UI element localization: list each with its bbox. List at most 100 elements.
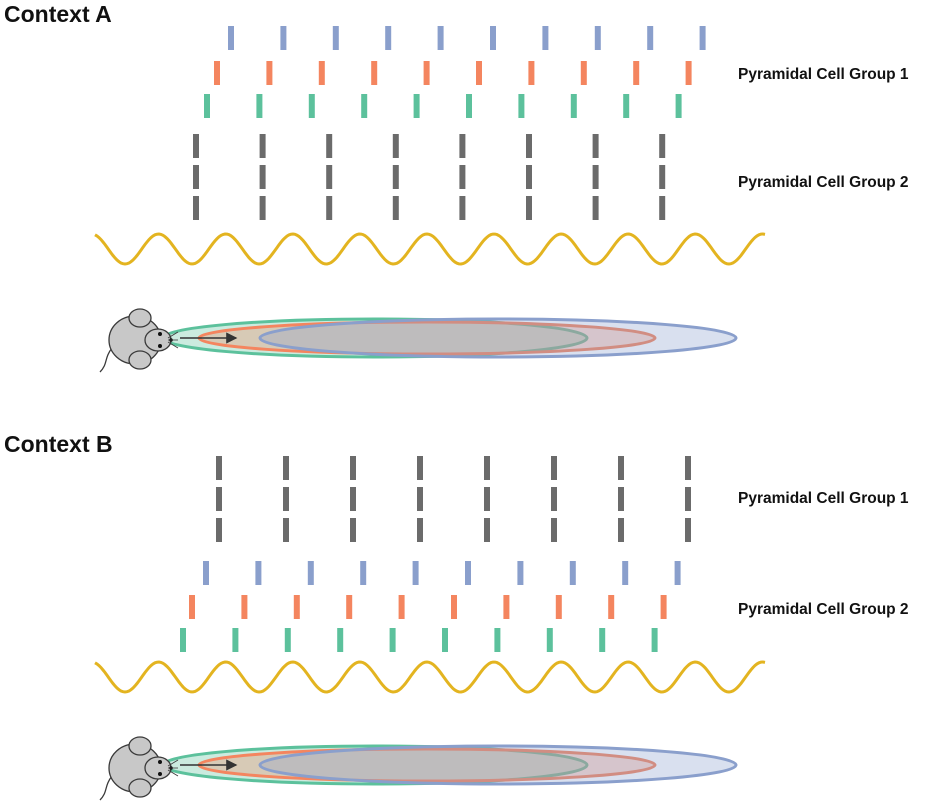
spike-gray bbox=[685, 456, 691, 480]
spike-gray bbox=[259, 165, 266, 189]
place-field-blue bbox=[258, 744, 738, 786]
spike-blue bbox=[280, 26, 287, 50]
spike-gray bbox=[283, 487, 289, 511]
mouse-eye bbox=[158, 760, 162, 764]
mouse-icon bbox=[99, 736, 179, 801]
spike-gray bbox=[283, 518, 289, 542]
spike-orange bbox=[503, 595, 510, 619]
spike-blue bbox=[594, 26, 601, 50]
spike-orange bbox=[451, 595, 457, 619]
spike-gray bbox=[459, 196, 466, 220]
panel-title-context-a: Context A bbox=[4, 1, 112, 27]
mouse-whisker bbox=[167, 341, 179, 349]
spike-green bbox=[361, 94, 368, 118]
spike-blue bbox=[542, 26, 549, 50]
label-group-2-b: Pyramidal Cell Group 2 bbox=[738, 601, 909, 618]
spike-gray bbox=[392, 165, 399, 189]
spike-green bbox=[308, 94, 315, 118]
spike-blue bbox=[699, 26, 706, 50]
spike-gray bbox=[659, 134, 666, 158]
spike-gray bbox=[350, 487, 356, 511]
panel-context-b: Context B Pyramidal Cell Group 1 Pyramid… bbox=[4, 431, 909, 801]
spike-gray bbox=[417, 518, 423, 542]
spike-green bbox=[337, 628, 344, 652]
spike-gray bbox=[392, 134, 399, 158]
spike-gray bbox=[685, 487, 691, 511]
label-group-2-a: Pyramidal Cell Group 2 bbox=[738, 174, 909, 191]
spike-blue bbox=[647, 26, 654, 50]
spike-green bbox=[651, 628, 658, 652]
spike-gray bbox=[216, 456, 222, 480]
mouse-ear bbox=[128, 778, 152, 798]
mouse-whisker bbox=[167, 331, 179, 339]
spike-gray bbox=[484, 456, 490, 480]
spike-green bbox=[466, 94, 472, 118]
mouse-ear bbox=[128, 736, 152, 756]
spike-orange bbox=[189, 595, 195, 619]
spike-blue bbox=[622, 561, 629, 585]
spike-blue bbox=[517, 561, 524, 585]
spike-gray bbox=[526, 165, 532, 189]
spike-blue bbox=[437, 26, 444, 50]
spike-green bbox=[389, 628, 396, 652]
spike-gray bbox=[592, 196, 599, 220]
spike-gray bbox=[459, 165, 466, 189]
spike-gray bbox=[193, 165, 199, 189]
spike-orange bbox=[580, 61, 587, 85]
spike-green bbox=[413, 94, 420, 118]
spike-orange bbox=[293, 595, 300, 619]
spike-gray bbox=[193, 196, 199, 220]
spike-gray bbox=[659, 165, 666, 189]
mouse-whisker bbox=[167, 759, 179, 767]
spike-orange bbox=[371, 61, 378, 85]
spike-gray bbox=[685, 518, 691, 542]
theta-oscillation-b bbox=[94, 660, 766, 694]
spike-green bbox=[256, 94, 263, 118]
spike-orange bbox=[346, 595, 353, 619]
place-field-blue bbox=[258, 317, 738, 359]
spike-blue bbox=[490, 26, 496, 50]
spike-orange bbox=[423, 61, 430, 85]
spike-green bbox=[518, 94, 525, 118]
spike-green bbox=[494, 628, 501, 652]
spike-raster-a bbox=[193, 26, 706, 220]
spike-green bbox=[232, 628, 239, 652]
spike-gray bbox=[326, 134, 333, 158]
label-group-1-a: Pyramidal Cell Group 1 bbox=[738, 66, 909, 83]
spike-blue bbox=[307, 561, 314, 585]
spike-green bbox=[599, 628, 606, 652]
spike-gray bbox=[592, 134, 599, 158]
spike-blue bbox=[332, 26, 339, 50]
spike-orange bbox=[660, 595, 667, 619]
spike-gray bbox=[326, 196, 333, 220]
spike-gray bbox=[216, 487, 222, 511]
spike-blue bbox=[255, 561, 262, 585]
spike-blue bbox=[412, 561, 419, 585]
spike-gray bbox=[484, 487, 490, 511]
spike-green bbox=[623, 94, 630, 118]
spike-green bbox=[570, 94, 577, 118]
place-fields-b bbox=[161, 744, 738, 786]
spike-blue bbox=[385, 26, 392, 50]
spike-orange bbox=[528, 61, 535, 85]
spike-orange bbox=[608, 595, 615, 619]
spike-orange bbox=[318, 61, 325, 85]
spike-green bbox=[442, 628, 448, 652]
spike-blue bbox=[569, 561, 576, 585]
spike-blue bbox=[203, 561, 209, 585]
spike-gray bbox=[326, 165, 333, 189]
spike-gray bbox=[551, 456, 557, 480]
panel-context-a: Context A Pyramidal Cell Group 1 Pyramid… bbox=[4, 1, 909, 373]
spike-blue bbox=[228, 26, 234, 50]
spike-blue bbox=[674, 561, 681, 585]
spike-gray bbox=[259, 134, 266, 158]
spike-gray bbox=[526, 196, 532, 220]
spike-green bbox=[675, 94, 682, 118]
mouse-tail bbox=[99, 775, 113, 801]
spike-orange bbox=[214, 61, 220, 85]
spike-gray bbox=[216, 518, 222, 542]
spike-gray bbox=[417, 456, 423, 480]
spike-gray bbox=[659, 196, 666, 220]
spike-gray bbox=[592, 165, 599, 189]
